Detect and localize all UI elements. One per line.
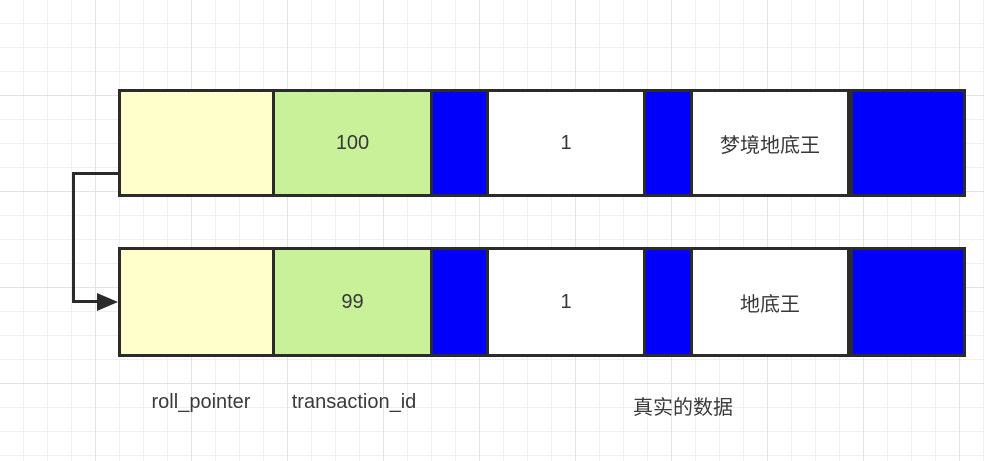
cell-transaction-id: 100 [272,89,433,197]
cell-separator [430,247,489,357]
cell-roll-pointer [118,247,275,357]
version-chain-arrow-segment [72,172,75,303]
label-roll-pointer: roll_pointer [151,391,251,413]
cell-transaction-id: 99 [272,247,433,357]
label-real-data: 真实的数据 [633,397,733,419]
version-chain-arrow-segment [73,172,120,175]
cell-roll-pointer [118,89,275,197]
cell-separator [850,89,966,197]
label-transaction-id: transaction_id [291,391,417,413]
cell-data-field: 地底王 [690,247,850,357]
cell-data-field: 1 [486,247,646,357]
version-chain-arrow-segment [72,300,100,303]
cell-data-field: 梦境地底王 [690,89,850,197]
cell-data-field: 1 [486,89,646,197]
cell-separator [643,89,693,197]
cell-separator [850,247,966,357]
cell-separator [643,247,693,357]
arrowhead-icon [97,293,118,311]
cell-separator [430,89,489,197]
